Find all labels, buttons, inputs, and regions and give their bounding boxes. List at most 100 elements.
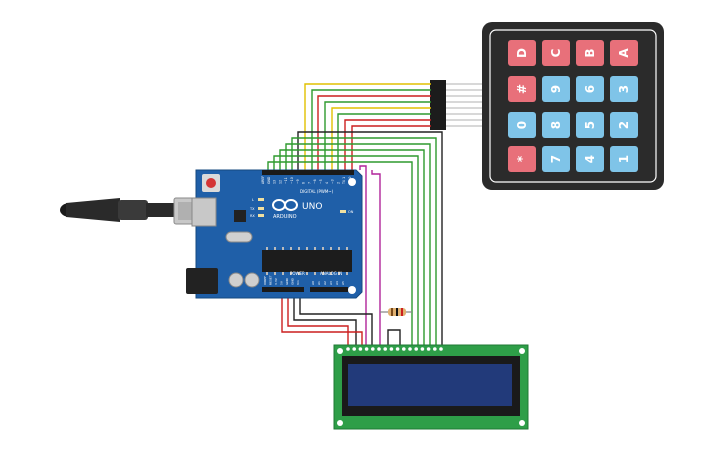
key-label: *: [515, 155, 529, 162]
model-label: UNO: [302, 202, 322, 212]
key-label: 7: [549, 155, 563, 163]
lcd-16x2: [333, 344, 529, 430]
lcd-pin: [426, 347, 431, 351]
lcd-pin: [420, 347, 425, 351]
digital-pin-label: ~6: [313, 179, 317, 184]
digital-pin-label: ~11: [284, 177, 288, 184]
atmega-chip: [262, 250, 352, 272]
key-label: D: [515, 48, 529, 58]
power-pin-label: 5V: [280, 280, 284, 285]
on-label: ON: [348, 210, 354, 214]
analog-label: ANALOG IN: [320, 271, 342, 276]
digital-pin-label: 4: [325, 182, 329, 184]
keypad-key[interactable]: 8: [542, 112, 570, 138]
key-label: 2: [617, 121, 631, 129]
lcd-power-wires: [281, 285, 401, 348]
keypad-key[interactable]: *: [508, 146, 536, 172]
key-label: 9: [549, 85, 563, 93]
keypad-key[interactable]: 5: [576, 112, 604, 138]
led-tx-label: TX: [249, 207, 255, 211]
keypad-key[interactable]: 0: [508, 112, 536, 138]
keypad-wires: [304, 83, 431, 170]
lcd-pin: [414, 347, 419, 351]
led-l-label: L: [252, 198, 254, 202]
keypad-key[interactable]: 4: [576, 146, 604, 172]
led-rx-label: RX: [250, 214, 255, 218]
lcd-pin: [389, 347, 394, 351]
lcd-pin: [377, 347, 381, 351]
keypad-key[interactable]: A: [610, 40, 638, 66]
keypad-key[interactable]: D: [508, 40, 536, 66]
digital-pin-label: RX 0: [348, 177, 352, 184]
digital-pin-label: 7: [307, 182, 311, 184]
key-label: A: [617, 48, 631, 58]
lcd-pin: [402, 347, 406, 351]
analog-pin-label: A2: [323, 281, 327, 285]
digital-pin-label: ~5: [319, 179, 323, 184]
digital-pin-label: ~9: [296, 179, 300, 184]
key-label: 5: [583, 121, 597, 129]
power-pin-label: 3.3V: [274, 277, 278, 285]
key-label: #: [515, 84, 529, 94]
lcd-data-wires: [267, 131, 443, 348]
analog-header: [310, 287, 348, 292]
power-jack: [186, 268, 218, 294]
lcd-pin: [352, 347, 357, 351]
lcd-pin: [395, 347, 400, 351]
power-pin-label: RESET: [269, 275, 273, 285]
key-label: 1: [617, 155, 631, 163]
brand-label: ARDUINO: [273, 214, 297, 220]
keypad: D #0 * C 9 8 7 B 6 5 4 A 3 2 1: [482, 22, 664, 190]
keypad-key[interactable]: #: [508, 76, 536, 102]
keypad-key[interactable]: 9: [542, 76, 570, 102]
keypad-key[interactable]: 7: [542, 146, 570, 172]
digital-pin-label: ~10: [290, 177, 294, 184]
usb-cable: [60, 197, 215, 225]
lcd-pin: [364, 347, 369, 351]
digital-pin-label: 2: [336, 182, 340, 184]
lcd-pin: [439, 347, 443, 351]
power-label: POWER: [290, 271, 305, 276]
key-label: C: [549, 48, 563, 57]
analog-pin-label: A3: [329, 281, 333, 285]
key-label: 0: [515, 121, 529, 129]
power-pin-label: IOREF: [263, 276, 267, 285]
digital-pin-label: 13: [273, 180, 277, 184]
keypad-key[interactable]: 3: [610, 76, 638, 102]
lcd-screen: [348, 364, 512, 406]
lcd-pin: [383, 347, 388, 351]
power-header: [262, 287, 304, 292]
key-label: B: [583, 48, 597, 57]
key-label: 3: [617, 85, 631, 93]
arduino-logo: [272, 199, 298, 211]
power-pin-label: Vin: [296, 280, 300, 285]
lcd-pin: [408, 347, 412, 351]
keypad-key[interactable]: 6: [576, 76, 604, 102]
resistor: [380, 308, 412, 316]
analog-pin-label: A0: [311, 281, 315, 285]
keypad-key[interactable]: 1: [610, 146, 638, 172]
power-pin-label: GND: [285, 277, 289, 285]
keypad-key[interactable]: C: [542, 40, 570, 66]
digital-header-label: DIGITAL (PWM~): [300, 189, 334, 194]
keypad-key[interactable]: 2: [610, 112, 638, 138]
key-label: 6: [583, 85, 597, 93]
key-label: 4: [583, 155, 597, 163]
digital-pin-label: GND: [267, 176, 271, 184]
keypad-key[interactable]: B: [576, 40, 604, 66]
lcd-pin: [433, 347, 437, 351]
digital-pin-label: 8: [302, 182, 306, 184]
lcd-pin: [371, 347, 375, 351]
analog-pin-label: A4: [335, 281, 339, 285]
digital-header: [262, 170, 354, 175]
analog-pin-label: A1: [317, 281, 321, 285]
key-label: 8: [549, 121, 563, 129]
lcd-pin: [358, 347, 363, 351]
analog-pin-label: A5: [341, 281, 345, 285]
digital-pin-label: TX 1: [342, 177, 346, 185]
digital-pin-label: 12: [278, 180, 282, 184]
power-pin-label: GND: [291, 277, 295, 285]
lcd-pin: [346, 347, 350, 351]
